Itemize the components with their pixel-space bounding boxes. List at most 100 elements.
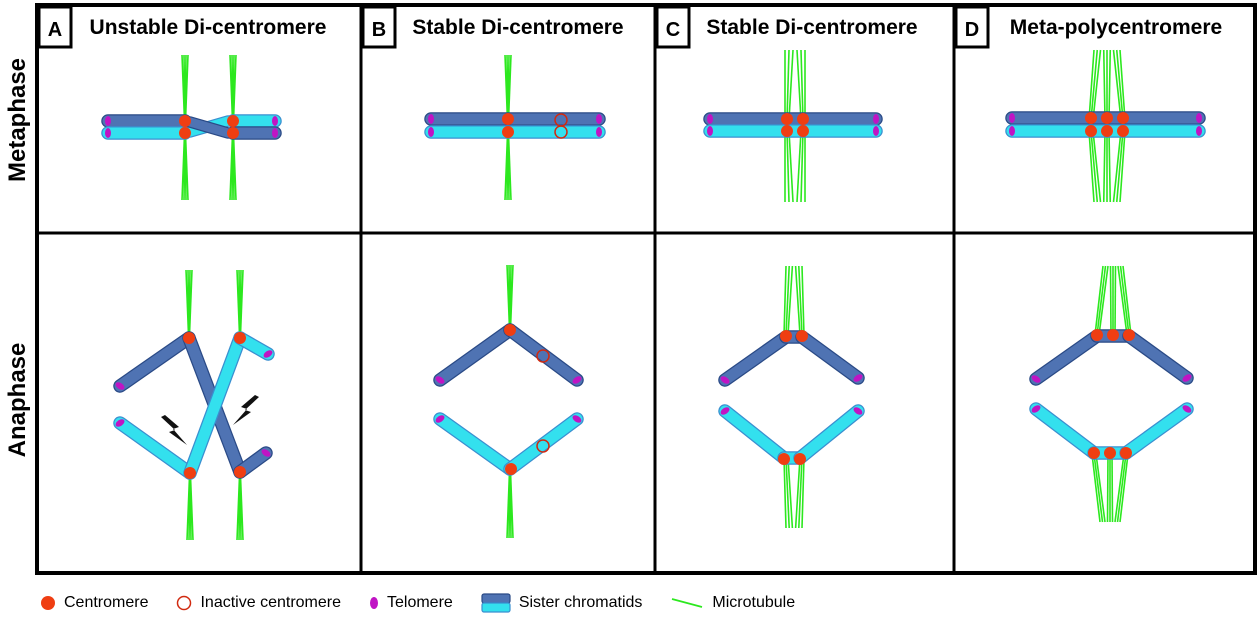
legend-centromere-label: Centromere [64, 594, 149, 611]
legend-sister-chromatids-label: Sister chromatids [518, 594, 643, 611]
telomere [596, 127, 602, 137]
centromere [504, 324, 516, 336]
panel-c-letter-box [655, 5, 691, 49]
telomere [853, 374, 863, 382]
microtubule [1090, 130, 1099, 203]
break-lightning-icon [161, 415, 187, 445]
centromere [1120, 447, 1132, 459]
microtubule [184, 132, 189, 201]
microtubule [1119, 453, 1129, 523]
telomere [853, 407, 863, 415]
centromere [227, 127, 239, 139]
telomere [1196, 126, 1202, 136]
centromere [1085, 125, 1097, 137]
microtubule [1108, 49, 1112, 121]
telomere [596, 114, 602, 124]
telomere [272, 116, 278, 126]
microtubule [189, 474, 194, 541]
inactive-centromere-icon [177, 595, 192, 611]
panel-c-header: C Stable Di-centromere [655, 5, 918, 49]
telomere [720, 407, 730, 415]
telomere [263, 350, 273, 358]
microtubule [786, 49, 790, 121]
chromatid-arm [794, 405, 864, 464]
centromere [797, 125, 809, 137]
inactive-centromere [536, 349, 550, 363]
microtubule [801, 457, 805, 529]
chromatid-arm [504, 324, 583, 386]
microtubule [794, 265, 801, 336]
telomere [1009, 126, 1015, 136]
panel-b-letter: B [372, 19, 386, 41]
telomere [428, 114, 434, 124]
telomere [707, 114, 713, 124]
telomere [873, 126, 879, 136]
microtubule [783, 457, 787, 529]
microtubule [788, 49, 794, 121]
centromere [778, 453, 790, 465]
centromere [502, 113, 514, 125]
centromere [1101, 125, 1113, 137]
panel-c-letter: C [666, 19, 680, 41]
centromere [1091, 329, 1103, 341]
microtubule [1088, 130, 1095, 203]
microtubule [239, 269, 244, 337]
telomere [435, 415, 445, 423]
telomere [1182, 405, 1192, 413]
inactive-centromere [554, 125, 568, 139]
microtubule [787, 457, 794, 529]
panel-a-letter: A [48, 19, 62, 41]
microtubule [1096, 265, 1107, 336]
microtubule [509, 264, 514, 331]
legend: Centromere Inactive centromere Telomere … [40, 588, 823, 618]
telomere [105, 116, 111, 126]
chromatid-arm [114, 417, 196, 479]
microtubule [1102, 49, 1106, 121]
microtubule [785, 457, 790, 529]
centromere [234, 466, 246, 478]
telomere [572, 376, 582, 384]
microtubule [1119, 130, 1126, 203]
microtubule [239, 474, 244, 541]
centromere [1088, 447, 1100, 459]
telomere [115, 419, 125, 427]
panel-c-title: Stable Di-centromere [706, 16, 917, 39]
row-label-anaphase: Anaphase [4, 343, 31, 458]
chromatid-arm [434, 324, 516, 386]
microtubule [1094, 265, 1104, 336]
telomere [873, 114, 879, 124]
microtubule [798, 265, 803, 336]
telomere [115, 382, 125, 390]
telomere [105, 128, 111, 138]
microtubule [1115, 49, 1124, 121]
microtubule [1098, 265, 1109, 336]
microtubule [184, 54, 189, 123]
centromere [1104, 447, 1116, 459]
centromere [184, 467, 196, 479]
panel-a-letter-box [37, 5, 73, 49]
centromere [505, 463, 517, 475]
sister-chromatids-icon [481, 593, 511, 613]
legend-telomere: Telomere [369, 594, 453, 612]
chromatid-arm [1030, 403, 1100, 459]
microtubule [1092, 130, 1102, 203]
microtubule [232, 54, 237, 123]
centromere-icon [41, 596, 55, 610]
telomere [1196, 113, 1202, 123]
microtubule [1108, 130, 1112, 203]
chromatid-arm [796, 331, 864, 384]
microtubule [1114, 453, 1125, 523]
microtubule [801, 265, 805, 336]
panel-b-header: B Stable Di-centromere [361, 5, 624, 49]
microtubule [232, 132, 237, 201]
panel-b-letter-box [361, 5, 397, 49]
panel-a-title: Unstable Di-centromere [90, 16, 327, 39]
centromere [1123, 329, 1135, 341]
microtubule [800, 49, 804, 121]
microtubule [785, 265, 790, 336]
chromatid-arm [719, 331, 792, 386]
microtubule [507, 132, 512, 201]
centromere [794, 453, 806, 465]
chromatid-arm [1030, 330, 1103, 385]
microtubule [800, 130, 804, 203]
